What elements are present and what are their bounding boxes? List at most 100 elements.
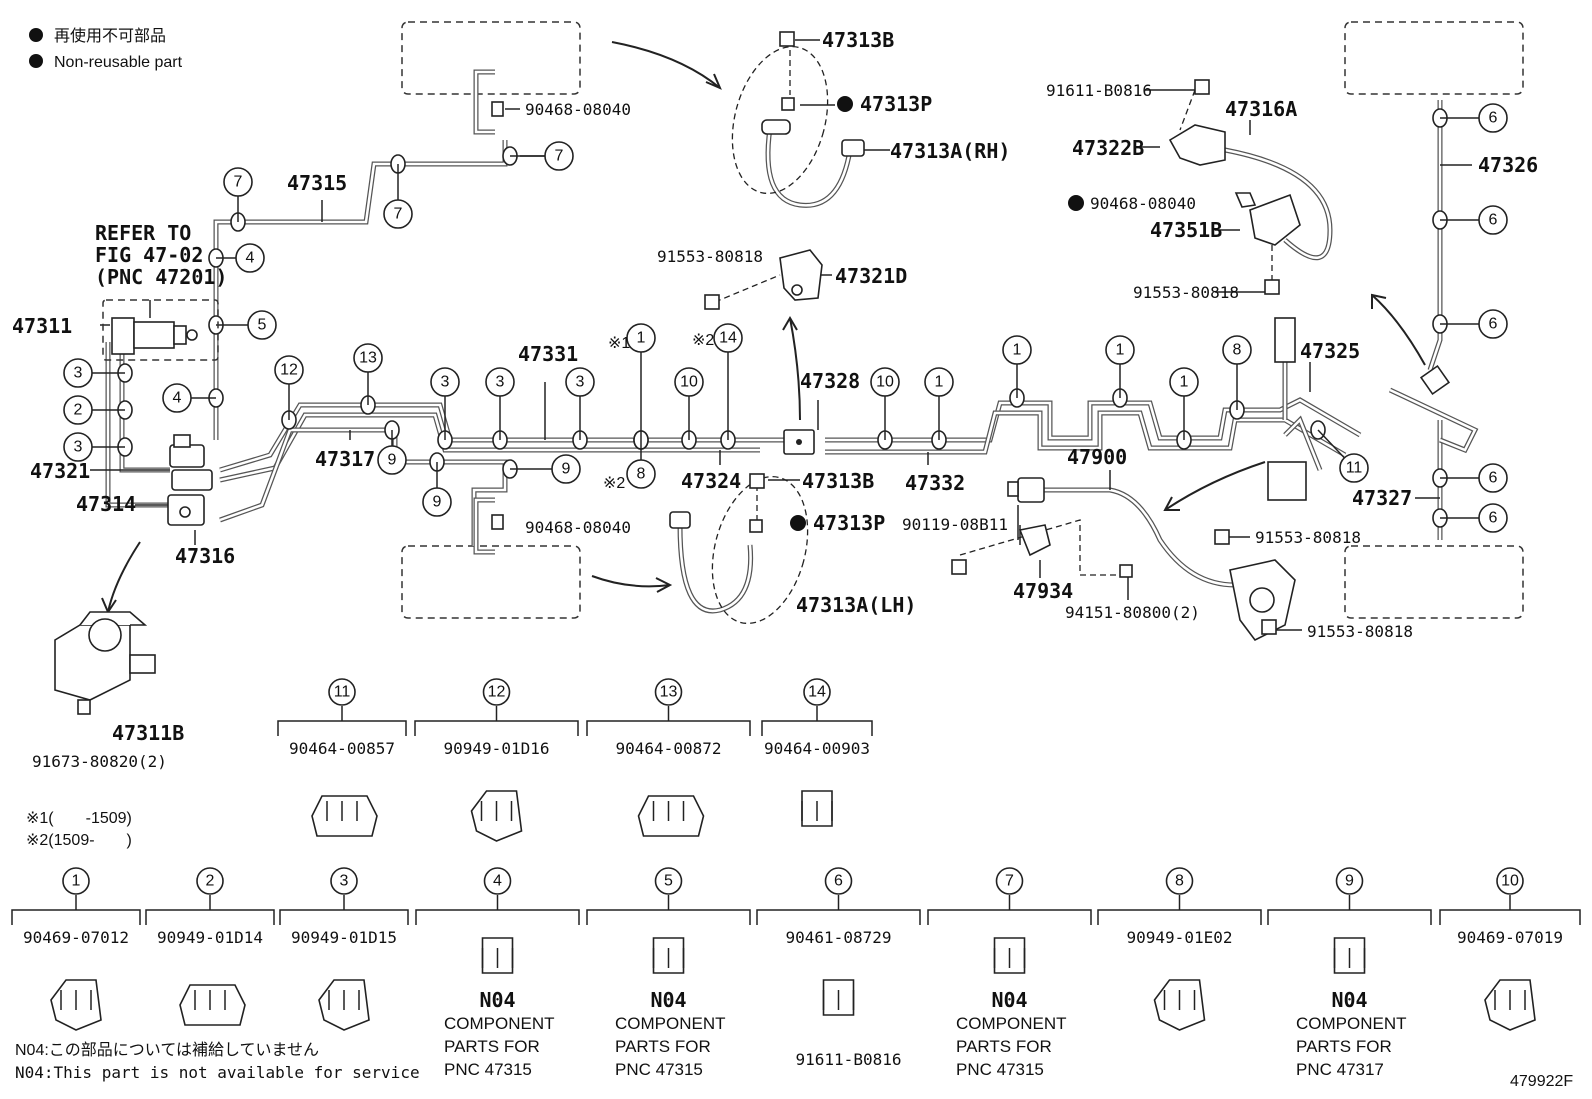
clip-pn: N04	[650, 988, 686, 1012]
callout-number: 3	[496, 374, 505, 391]
refer-line3: (PNC 47201)	[95, 265, 227, 289]
callout-circle: 7	[223, 167, 253, 197]
clip-number: 13	[660, 684, 678, 701]
label-47316A: 47316A	[1225, 97, 1297, 121]
callout-number: 11	[1346, 460, 1363, 477]
rear-upper-bracket-icon	[1168, 79, 1301, 295]
wheel-box-front-lh	[401, 545, 581, 619]
label-91553-c: 91553-80818	[1307, 622, 1413, 641]
part-labels: 47313B 47313P 47313A(RH) 90468-08040 915…	[12, 28, 1538, 771]
note-n04-en: N04:This part is not available for servi…	[15, 1063, 420, 1082]
callout-circle: 6	[1478, 103, 1508, 133]
label-47313A-lh: 47313A(LH)	[796, 593, 916, 617]
clip-number: 1	[72, 873, 81, 890]
callout-number: 6	[1489, 510, 1498, 527]
callout-circle: 1	[1105, 335, 1135, 365]
clip-part-icon	[481, 937, 514, 974]
components	[54, 31, 1451, 715]
wheel-box-rear-lh	[1344, 545, 1524, 619]
hose-fitting-icon	[669, 511, 691, 529]
label-47315: 47315	[287, 171, 347, 195]
clip-part-icon	[637, 795, 705, 837]
component-note: COMPONENT	[956, 1014, 1067, 1033]
clip-number: 3	[340, 873, 349, 890]
label-47316: 47316	[175, 544, 235, 568]
component-note: COMPONENT	[615, 1014, 726, 1033]
callout-circle: 5	[247, 310, 277, 340]
clip-extra-pn: 91611-B0816	[796, 1050, 902, 1069]
sensor-47900-icon	[951, 477, 1051, 575]
component-note: PNC 47317	[1296, 1060, 1384, 1079]
callout-number: 6	[1489, 316, 1498, 333]
callout-number: 7	[394, 206, 403, 223]
callout-circle: 9	[551, 454, 581, 484]
clip-part-icon	[822, 979, 855, 1016]
callout-circle: 8	[626, 459, 656, 489]
note-s2: ※2(1509- )	[26, 832, 132, 849]
clip-number: 10	[1501, 873, 1519, 890]
arrows	[101, 41, 1426, 615]
figure-id: 479922F	[1510, 1073, 1573, 1090]
clip-icon	[491, 514, 504, 530]
callout-number: 7	[555, 148, 564, 165]
label-47934: 47934	[1013, 579, 1073, 603]
callout-number: 8	[1233, 342, 1242, 359]
callout-circle: 7	[383, 199, 413, 229]
clip-number: 14	[808, 684, 826, 701]
callout-number: 1	[1180, 374, 1189, 391]
rear-bracket-icon	[1119, 529, 1296, 642]
callout-number: 2	[74, 402, 83, 419]
label-91553-b: 91553-80818	[1255, 528, 1361, 547]
label-47328: 47328	[800, 369, 860, 393]
leader-lines	[90, 39, 1472, 631]
callout-number: 3	[74, 365, 83, 382]
component-note: PARTS FOR	[615, 1037, 711, 1056]
label-47313P-bot: 47313P	[813, 511, 885, 535]
label-47351B: 47351B	[1150, 218, 1222, 242]
clip-part-icon	[50, 979, 102, 1031]
label-94151: 94151-80800(2)	[1065, 603, 1200, 622]
callout-number: 1	[1013, 342, 1022, 359]
label-47313B-top: 47313B	[822, 28, 894, 52]
callout-number: 9	[562, 461, 571, 478]
component-note: PARTS FOR	[444, 1037, 540, 1056]
clip-pn: N04	[1331, 988, 1367, 1012]
callout-circle: 1	[924, 367, 954, 397]
callout-circle: 9	[422, 487, 452, 517]
label-91673: 91673-80820(2)	[32, 752, 167, 771]
clip-part-icon	[993, 937, 1026, 974]
clip-number: 5	[664, 873, 673, 890]
wheel-box-rear-rh	[1344, 21, 1524, 95]
callout-circle: 3	[565, 367, 595, 397]
clip-number: 6	[834, 873, 843, 890]
callout-circle: 7	[544, 141, 574, 171]
callout-circle: 3	[63, 358, 93, 388]
callout-circle: 1	[1002, 335, 1032, 365]
callout-number: 1	[1116, 342, 1125, 359]
refer-line1: REFER TO	[95, 221, 191, 245]
component-note: PNC 47315	[956, 1060, 1044, 1079]
callout-circle: 14	[713, 323, 743, 353]
clip-pn: 90469-07019	[1457, 928, 1563, 947]
label-47324: 47324	[681, 469, 741, 493]
callout-number: 1	[935, 374, 944, 391]
component-note: PARTS FOR	[1296, 1037, 1392, 1056]
notes: ※1( -1509) ※2(1509- ) N04:この部品については補給してい…	[15, 810, 1573, 1090]
component-note: PNC 47315	[444, 1060, 532, 1079]
callout-circle: 3	[485, 367, 515, 397]
callout-number: 9	[433, 494, 442, 511]
clip-part-icon	[179, 984, 246, 1026]
clip-number: 9	[1345, 873, 1354, 890]
callout-circle: 10	[674, 367, 704, 397]
label-47326: 47326	[1478, 153, 1538, 177]
component-note: COMPONENT	[444, 1014, 555, 1033]
component-note: PNC 47315	[615, 1060, 703, 1079]
clip-part-icon	[652, 937, 685, 974]
